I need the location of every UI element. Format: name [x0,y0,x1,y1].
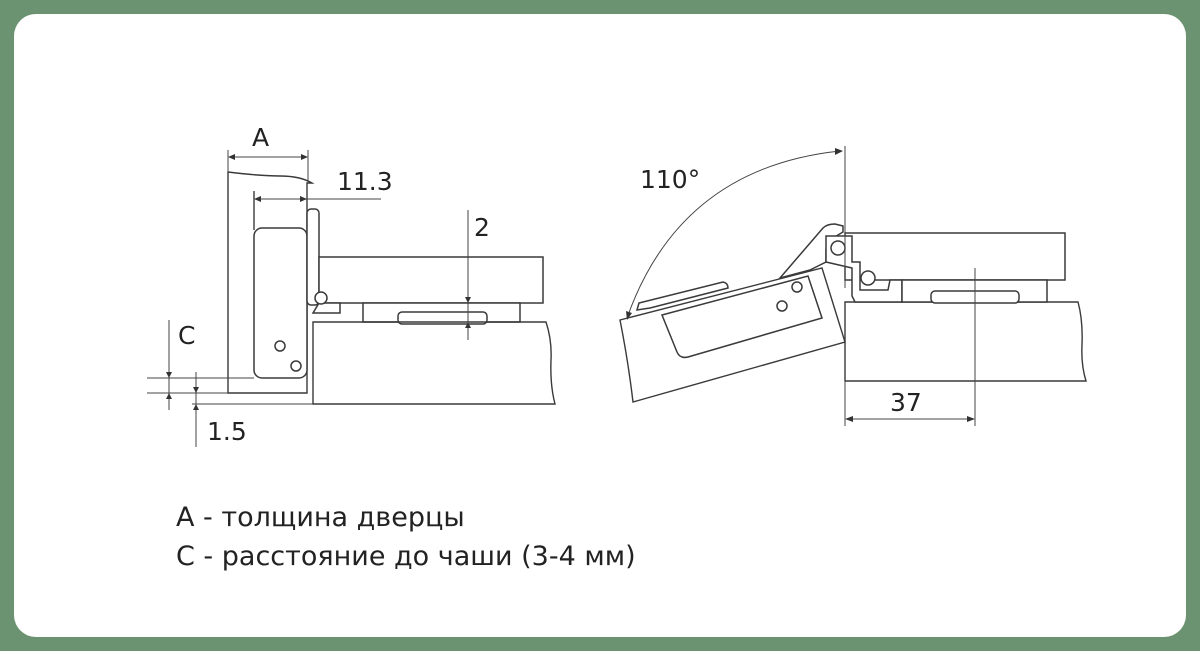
dimension-2-label: 2 [474,213,490,242]
hinge-plate-vertical [306,208,320,306]
hinge-arm [318,256,544,304]
cup-pocket [660,275,823,359]
screw-hole [776,300,788,312]
dimension-a-label: A [252,123,269,152]
dimension-1-5-label: 1.5 [207,417,247,446]
cabinet-side [312,321,556,405]
cup-pocket [253,227,308,379]
dimension-37-label: 37 [890,388,922,417]
angle-110-label: 110° [640,165,700,194]
dimension-11-3-label: 11.3 [337,167,393,196]
diagram-card [14,14,1186,637]
cabinet-side [844,301,1087,382]
legend-line-a: A - толщина дверцы [176,502,465,533]
cup-flange [635,281,729,311]
screw-hole [791,281,803,293]
screw-hole [274,340,286,352]
legend-line-c: C - расстояние до чаши (3-4 мм) [176,541,636,572]
door-section [227,171,315,394]
dimension-c-label: C [178,321,195,350]
closed-hinge-diagram: A 11.3 2 C 1.5 [147,123,556,447]
hinge-pivot [830,240,846,256]
mounting-slot [397,311,488,325]
screw-hole [290,360,302,372]
hinge-pivot [860,270,876,286]
open-door-section [619,267,846,403]
hinge-arm [844,232,1066,281]
hinge-pivot [314,291,328,305]
open-hinge-diagram: 110° 37 [619,146,1087,426]
